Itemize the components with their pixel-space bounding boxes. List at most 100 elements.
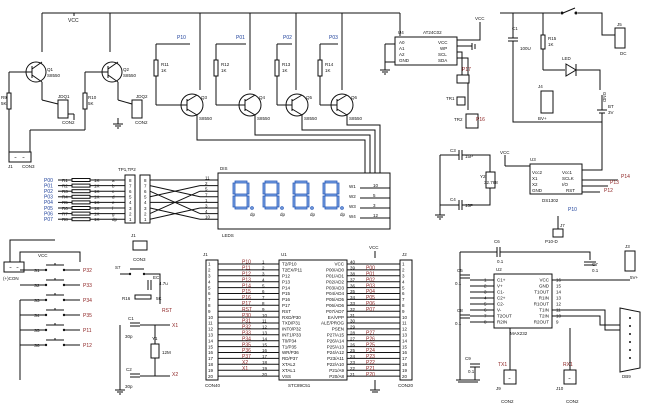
tp1-pin: 3 [129, 206, 132, 211]
db9-label: DB9 [622, 374, 631, 379]
tp1-pin: 5 [129, 195, 132, 200]
key-net: P12 [83, 343, 92, 349]
mcu-pin-number: 20 [262, 372, 268, 377]
q1-part: S8550 [47, 73, 61, 78]
mcu-right-pin: P00/AD0 [326, 268, 345, 273]
header-pin: 8 [208, 303, 211, 308]
mcu-right-pin: EA/VPP [328, 315, 344, 320]
buzzer-driver: Q1 S8550 Q2 S8550 R9 5K R10 5K JDQ1 CON2… [1, 61, 148, 169]
mcu-right-net: P21 [366, 366, 375, 372]
mcu-left-net: P37 [242, 354, 251, 360]
j2-pin: 20 [402, 374, 408, 379]
mcu-pin-number: 22 [350, 366, 356, 371]
mcu-pin-number: 4 [262, 277, 265, 282]
tp2-pin: 1 [144, 217, 147, 222]
svg-text:A1: A1 [399, 46, 405, 51]
j2-pin: 2 [402, 268, 405, 273]
mcu-right-net: P24 [366, 348, 375, 354]
segment [324, 206, 338, 210]
tp2-pin: 2 [144, 211, 147, 216]
mcu-left-pin: T0/P34 [282, 338, 297, 343]
mcu-right-net: P26 [366, 336, 375, 342]
tp1-pin: 6 [129, 189, 132, 194]
display-pin: 7 [205, 192, 208, 197]
segment [294, 180, 308, 184]
tr2-label: TR2 [454, 117, 463, 122]
u2-label: U2 [496, 267, 502, 272]
segment [336, 195, 340, 208]
max232-left-pin: C2- [497, 302, 505, 307]
mcu-left-net: P11 [242, 266, 251, 272]
header-pin: 11 [208, 321, 213, 326]
resistor-bank-rows: P00R11Ka8811aP01R21Kb777bP02R31Kc664cP03… [44, 176, 227, 224]
tp2-pin: 8 [144, 178, 147, 183]
segment [292, 195, 296, 208]
eeprom-vcc: VCC [475, 16, 485, 21]
mcu-pin-number: 29 [350, 325, 356, 330]
resistor [71, 206, 91, 210]
svg-text:0.1: 0.1 [497, 259, 504, 264]
resistor [71, 211, 91, 216]
port-label: P00 [44, 178, 53, 184]
y2-label: Y2 [480, 174, 486, 179]
svg-text:~: ~ [508, 376, 511, 381]
max232-left-pin: C1+ [497, 278, 506, 283]
mcu-pin-number: 3 [262, 272, 265, 277]
port-label: P01 [44, 183, 53, 189]
q1-label: Q1 [47, 67, 54, 72]
mcu-left-pin: T1/P35 [282, 344, 297, 349]
con20-label: CON20 [398, 383, 414, 388]
r9-label: R9 [1, 95, 7, 100]
segment [232, 182, 236, 195]
j2-pin: 6 [402, 291, 405, 296]
max232-left-pin: V+ [497, 284, 503, 289]
header-pin: 15 [208, 344, 214, 349]
tp2-pin: 7 [144, 183, 147, 188]
mcu-pin-number: 39 [350, 266, 356, 271]
r11-label: R11 [161, 62, 169, 67]
q3-transistor: Q3 S8550 [180, 93, 213, 121]
svg-text:X2: X2 [532, 182, 538, 187]
segment [234, 206, 248, 210]
bus-wire [149, 207, 201, 220]
bt-label: BT [608, 104, 614, 109]
jdq1-connector: CON2 [62, 120, 75, 125]
j2-pin: 18 [402, 362, 408, 367]
mcu-pin-number: 1 [262, 260, 265, 265]
mcu-pin-number: 19 [262, 366, 268, 371]
segment [292, 182, 296, 195]
mcu-left-net: P30 [242, 313, 251, 319]
mcu-right-net: P23 [366, 354, 375, 360]
y1-value: 12M [162, 350, 171, 355]
p10d-label: P10-D [545, 239, 559, 244]
j2-pin: 14 [402, 338, 408, 343]
c2b-value: 30p [125, 384, 133, 389]
u1-label: U1 [281, 252, 287, 257]
svg-text:SDA: SDA [438, 58, 447, 63]
tx1-net: TX1 [498, 362, 507, 368]
svg-text:P12: P12 [604, 188, 613, 194]
con40-label: CON40 [205, 383, 221, 388]
j2-label: J2 [402, 252, 407, 257]
mcu-pin-number: 21 [350, 372, 356, 377]
decimal-point [340, 206, 344, 210]
mcu-right-net: P04 [366, 289, 375, 295]
mcu-right-pin: P21/A9 [329, 368, 344, 373]
mcu-left-net: P36 [242, 348, 251, 354]
display-pin: 4 [205, 209, 208, 214]
header-pin: 4 [208, 279, 211, 284]
q4-transistor: Q4 S8550 [238, 93, 271, 121]
j2-pin: 15 [402, 344, 408, 349]
svg-text:1K: 1K [282, 68, 288, 73]
svg-text:S8550: S8550 [257, 116, 271, 121]
reset-clock-block: J1 CON3 S7 EC 4.7u R16 5K RST C1 30p C2 … [115, 233, 178, 395]
segment [276, 182, 280, 195]
rtc-block: C3 15P C4 15P Y2 32.768 VCC U3 Vcc2 X1 X… [435, 148, 630, 244]
j1b-label: J1 [131, 233, 136, 238]
mcu-left-net: P31 [242, 319, 251, 325]
j2-pin: 8 [402, 303, 405, 308]
mcu-left-pin: VSS [282, 374, 291, 379]
key-net: P35 [83, 313, 92, 319]
